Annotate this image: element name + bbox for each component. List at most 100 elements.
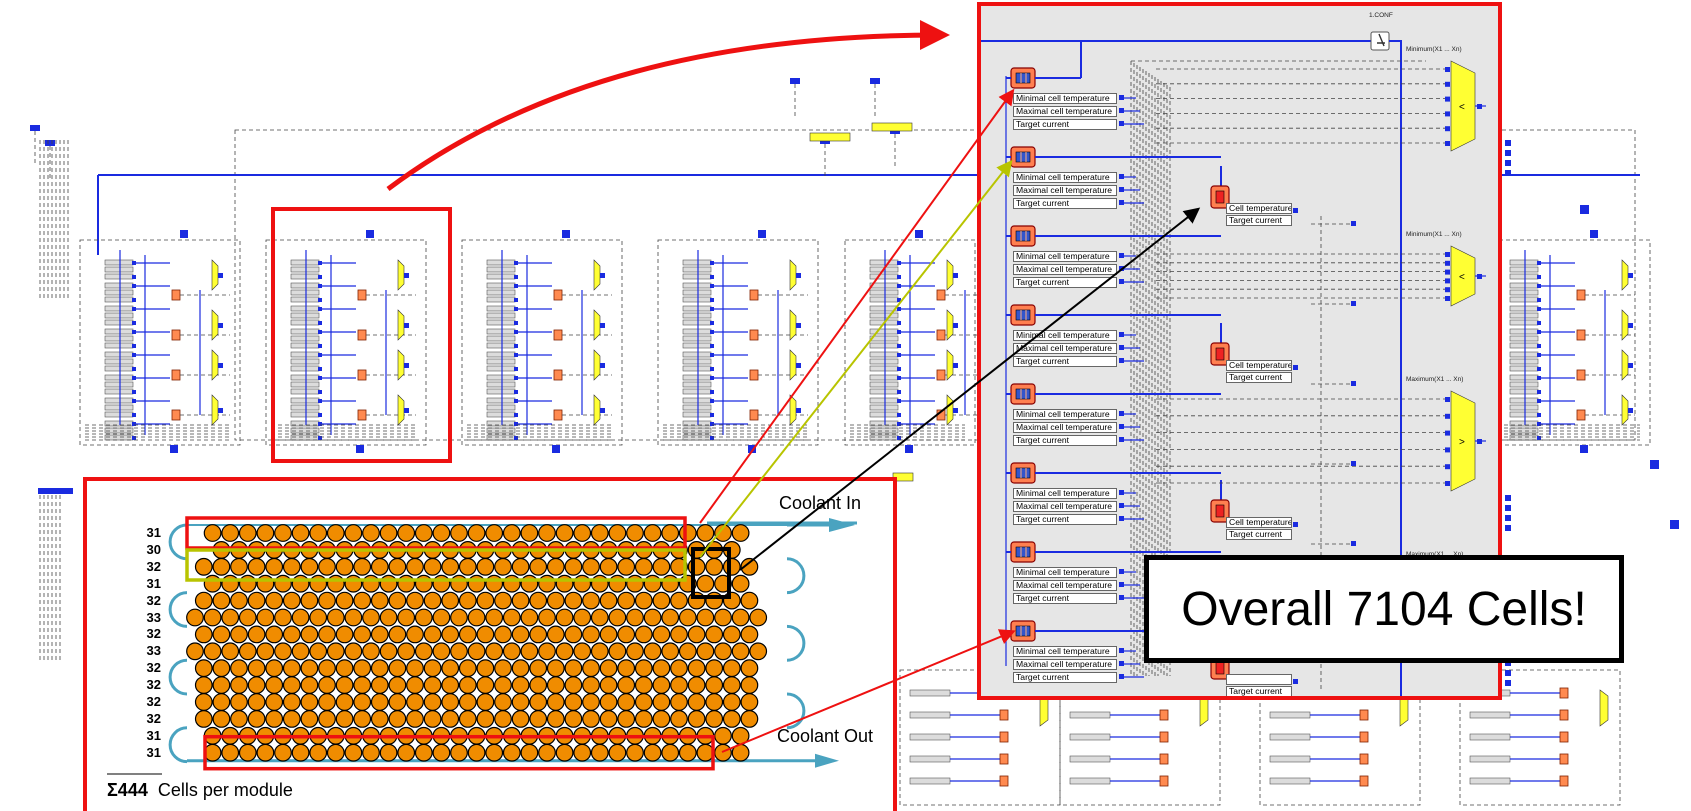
signal-block — [1470, 734, 1510, 740]
signal-block — [1510, 428, 1538, 433]
battery-icon — [1016, 231, 1030, 241]
battery-cell — [398, 643, 415, 660]
battery-cell — [319, 677, 336, 694]
battery-cell — [196, 592, 213, 609]
port — [514, 261, 518, 265]
battery-cell — [442, 592, 459, 609]
min-max-block — [1600, 690, 1608, 726]
min-max-block — [594, 310, 600, 340]
port — [897, 413, 901, 417]
battery-cell — [424, 694, 441, 711]
battery-cell — [196, 559, 213, 576]
battery-cell — [380, 525, 397, 542]
signal-block — [870, 352, 898, 357]
block-port — [1445, 414, 1450, 419]
min-max-block — [212, 350, 218, 380]
pin-port — [1351, 301, 1356, 306]
battery-cell — [671, 592, 688, 609]
battery-cell — [715, 609, 732, 626]
battery-cell — [609, 609, 626, 626]
battery-cell — [354, 711, 371, 728]
battery-cell — [724, 677, 741, 694]
battery-cell — [512, 711, 529, 728]
cell-signal-label — [1226, 674, 1292, 685]
battery-cell — [592, 525, 609, 542]
battery-cell — [636, 592, 653, 609]
signal-block — [1510, 382, 1538, 387]
port — [132, 330, 136, 334]
cell-sum-value: Σ444 — [107, 780, 148, 800]
subsystem-input — [180, 230, 188, 238]
battery-cell — [530, 660, 547, 677]
cell-block — [1560, 710, 1568, 720]
battery-cell — [442, 677, 459, 694]
port — [514, 307, 518, 311]
battery-cell — [433, 643, 450, 660]
battery-cell — [583, 694, 600, 711]
signal-block — [1270, 778, 1310, 784]
port — [318, 321, 322, 325]
signal-block — [291, 260, 319, 265]
port — [132, 376, 136, 380]
battery-cell — [671, 694, 688, 711]
battery-cell — [609, 744, 626, 761]
min-max-block — [594, 350, 600, 380]
battery-cell — [240, 575, 257, 592]
block-port — [1445, 97, 1450, 102]
signal-block — [683, 428, 711, 433]
battery-cell — [451, 609, 468, 626]
port — [953, 363, 958, 368]
min-max-block — [398, 260, 404, 290]
battery-cell — [697, 525, 714, 542]
cell-block — [172, 290, 180, 300]
signal-block — [870, 283, 898, 288]
signal-block — [683, 389, 711, 394]
battery-cell — [627, 609, 644, 626]
port — [1537, 399, 1541, 403]
battery-cell — [618, 592, 635, 609]
battery-cell — [196, 660, 213, 677]
battery-cell — [636, 711, 653, 728]
coolant-bend-left — [170, 728, 187, 762]
battery-cell — [248, 559, 265, 576]
battery-cell — [495, 711, 512, 728]
battery-cell — [266, 660, 283, 677]
battery-cell — [548, 592, 565, 609]
battery-cell — [574, 609, 591, 626]
cell-block — [1160, 710, 1168, 720]
battery-cell — [451, 643, 468, 660]
battery-cell — [442, 660, 459, 677]
min-max-block — [947, 260, 953, 290]
label-port — [1119, 648, 1124, 653]
port — [514, 367, 518, 371]
battery-cell — [301, 559, 318, 576]
battery-cell — [565, 592, 582, 609]
battery-cell — [213, 694, 230, 711]
battery-icon — [1016, 468, 1030, 478]
battery-cell — [336, 677, 353, 694]
port — [796, 323, 801, 328]
signal-label: Minimal cell temperature — [1013, 251, 1117, 262]
signal-block — [105, 329, 133, 334]
row-cell-count: 32 — [127, 626, 161, 642]
port — [514, 275, 518, 279]
signal-block — [487, 329, 515, 334]
row-cell-count: 33 — [127, 610, 161, 626]
coolant-bend-right — [787, 559, 804, 593]
signal-block — [105, 297, 133, 302]
signal-block — [291, 320, 319, 325]
battery-cell — [266, 677, 283, 694]
signal-block — [291, 428, 319, 433]
cell-block — [1160, 754, 1168, 764]
battery-cell — [565, 626, 582, 643]
port — [318, 284, 322, 288]
signal-block — [870, 405, 898, 410]
battery-cell — [592, 643, 609, 660]
signal-block — [487, 343, 515, 348]
subsystem-input — [366, 230, 374, 238]
port — [897, 344, 901, 348]
signal-block — [1510, 267, 1538, 272]
battery-cell — [372, 694, 389, 711]
battery-cell — [389, 660, 406, 677]
cell-block — [1000, 776, 1008, 786]
